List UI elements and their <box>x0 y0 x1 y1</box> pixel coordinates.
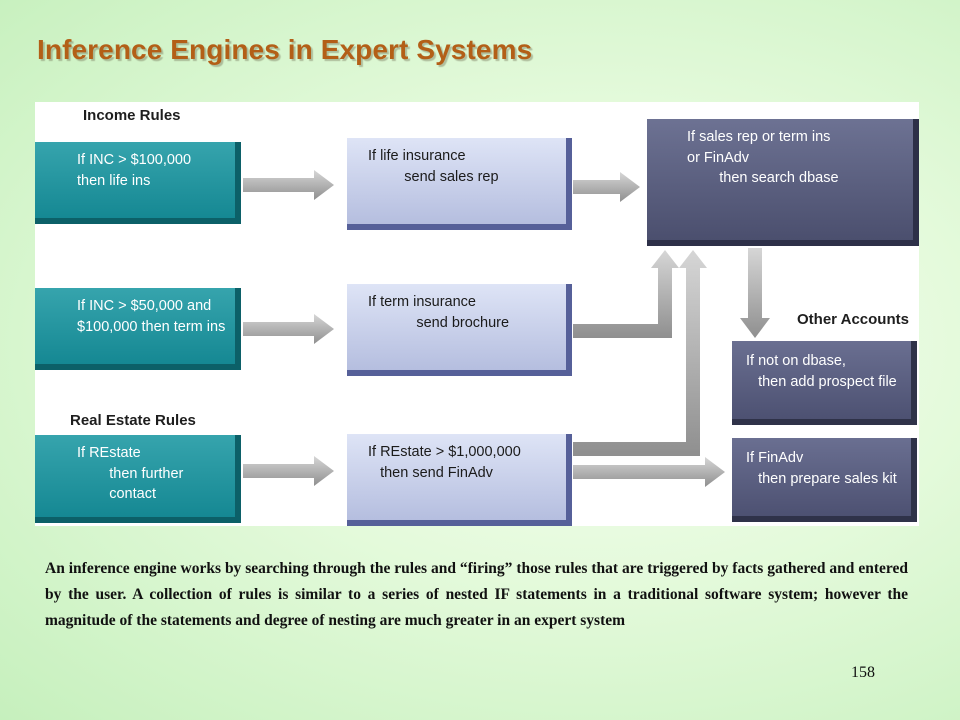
rule-search-dbase: If sales rep or term ins or FinAdv then … <box>647 119 919 246</box>
rule-income-100k: If INC > $100,000 then life ins <box>35 142 241 224</box>
arrow-income100k-to-life <box>243 170 334 200</box>
caption-text: An inference engine works by searching t… <box>45 560 908 629</box>
arrow-life-to-search <box>573 172 640 202</box>
label-income-rules: Income Rules <box>83 107 181 124</box>
rule-income-50k: If INC > $50,000 and $100,000 then term … <box>35 288 241 370</box>
arrow-finadv-to-kit <box>573 457 725 487</box>
rule-add-prospect: If not on dbase, then add prospect file <box>732 341 917 425</box>
label-other-accounts: Other Accounts <box>797 311 909 328</box>
rule-realestate-contact: If REstate then further contact <box>35 435 241 523</box>
arrow-finadv-to-search <box>573 250 707 456</box>
connector-arrows <box>243 170 770 487</box>
rule-life-insurance: If life insurance send sales rep <box>347 138 572 230</box>
rule-term-insurance: If term insurance send brochure <box>347 284 572 376</box>
rule-realestate-finadv: If REstate > $1,000,000 then send FinAdv <box>347 434 572 526</box>
rule-prepare-kit: If FinAdv then prepare sales kit <box>732 438 917 522</box>
slide-title: Inference Engines in Expert Systems <box>37 34 533 65</box>
arrow-income50k-to-term <box>243 314 334 344</box>
arrow-realestate-to-finadv <box>243 456 334 486</box>
label-real-estate-rules: Real Estate Rules <box>70 412 196 429</box>
arrow-search-to-prospect <box>740 248 770 338</box>
page-number: 158 <box>851 664 875 681</box>
inference-diagram: Income Rules Real Estate Rules Other Acc… <box>35 102 919 526</box>
arrow-term-to-search <box>573 250 679 338</box>
